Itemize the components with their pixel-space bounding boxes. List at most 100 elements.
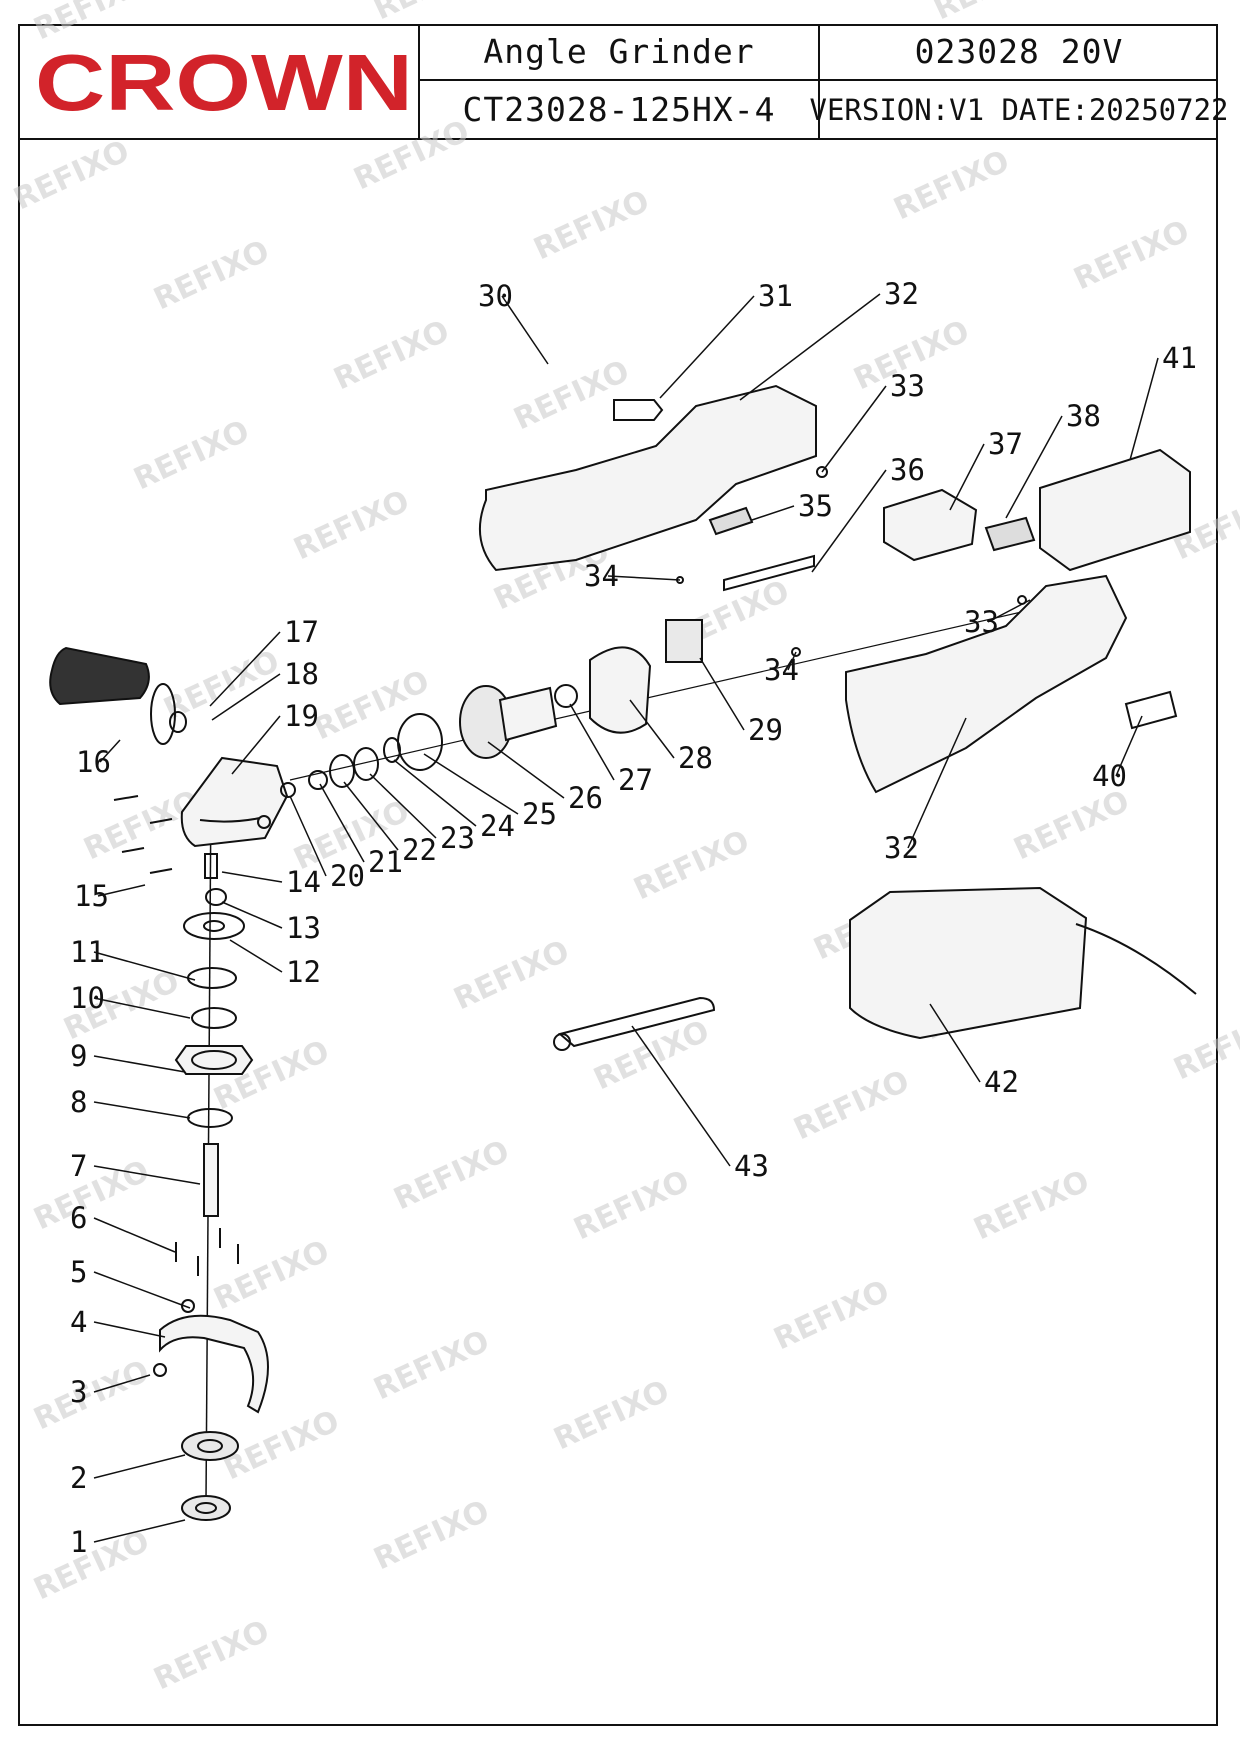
watermark: REFIXO (129, 414, 255, 498)
part-callout-29: 29 (748, 713, 783, 747)
leader-line (629, 699, 675, 759)
leader-line (699, 657, 745, 731)
leader-line (93, 1101, 191, 1119)
code-voltage: 023028 20V (914, 32, 1124, 71)
part-callout-37: 37 (988, 427, 1023, 461)
part-callout-2: 2 (70, 1461, 87, 1495)
part-callout-35: 35 (798, 489, 833, 523)
part-callout-18: 18 (284, 657, 319, 691)
part-callout-13: 13 (286, 911, 321, 945)
watermark: REFIXO (389, 1134, 515, 1218)
part-callout-24: 24 (480, 809, 515, 843)
title-block: CROWN Angle Grinder 023028 20V CT23028-1… (18, 24, 1229, 140)
part-callout-12: 12 (286, 955, 321, 989)
leader-line (929, 1003, 981, 1083)
part-callout-38: 38 (1066, 399, 1101, 433)
part-callout-26: 26 (568, 781, 603, 815)
part-callout-30: 30 (478, 279, 513, 313)
watermark: REFIXO (369, 1494, 495, 1578)
leader-line (487, 741, 565, 799)
leader-line (811, 469, 887, 573)
leader-line (787, 651, 797, 671)
part-callout-15: 15 (74, 879, 109, 913)
leader-line (423, 753, 519, 815)
part-callout-17: 17 (284, 615, 319, 649)
watermark: REFIXO (209, 1234, 335, 1318)
leader-line (93, 997, 191, 1019)
part-callout-32: 32 (884, 831, 919, 865)
leader-line (1005, 415, 1063, 519)
leader-line (739, 293, 881, 401)
leader-line (289, 795, 327, 877)
part-callout-34: 34 (764, 653, 799, 687)
watermark: REFIXO (889, 144, 1015, 228)
watermark: REFIXO (29, 0, 155, 47)
leader-line (221, 871, 283, 883)
leader-line (949, 443, 985, 511)
leader-line (93, 1374, 151, 1393)
spindle-stack (153, 853, 269, 1521)
leader-line (343, 781, 399, 851)
part-callout-31: 31 (758, 279, 793, 313)
part-callout-5: 5 (70, 1255, 87, 1289)
watermark: REFIXO (29, 1154, 155, 1238)
part-callout-10: 10 (70, 981, 105, 1015)
leader-lines (93, 293, 1159, 1543)
housing-half-part (845, 574, 1128, 794)
part-callout-16: 16 (76, 745, 111, 779)
leader-line (231, 715, 281, 775)
watermark: REFIXO (349, 114, 475, 198)
leader-line (631, 1025, 731, 1167)
leader-line (93, 1454, 186, 1479)
leader-line (1115, 715, 1143, 777)
leader-line (209, 631, 281, 707)
divider (818, 24, 820, 138)
watermark: REFIXO (1069, 214, 1195, 298)
leader-line (369, 773, 437, 839)
divider (418, 24, 420, 138)
watermark: REFIXO (329, 314, 455, 398)
part-callout-25: 25 (522, 797, 557, 831)
watermark: REFIXO (529, 184, 655, 268)
part-callout-20: 20 (330, 859, 365, 893)
watermark: REFIXO (1169, 1004, 1240, 1088)
screw-part (175, 1228, 239, 1276)
part-callout-9: 9 (70, 1039, 87, 1073)
leader-line (319, 783, 365, 863)
part-callout-27: 27 (618, 763, 653, 797)
model-number: CT23028-125HX-4 (462, 90, 776, 129)
watermark: REFIXO (449, 934, 575, 1018)
gearbox-housing-part (180, 756, 289, 848)
watermark: REFIXO (549, 1374, 675, 1458)
leader-line (907, 717, 967, 849)
assembly-axis (289, 609, 1031, 781)
part-callout-7: 7 (70, 1149, 87, 1183)
part-callout-19: 19 (284, 699, 319, 733)
leader-line (569, 703, 615, 781)
leader-line (93, 1165, 201, 1185)
leader-line (987, 599, 1031, 623)
watermark: REFIXO (29, 1354, 155, 1438)
part-callout-36: 36 (890, 453, 925, 487)
watermark: REFIXO (309, 664, 435, 748)
leader-line (93, 1519, 186, 1543)
leader-line (221, 901, 283, 929)
leader-line (97, 884, 146, 897)
part-callout-33: 33 (890, 369, 925, 403)
watermark: REFIXO (9, 134, 135, 218)
watermark: REFIXO (289, 484, 415, 568)
leader-line (99, 739, 121, 763)
spanner-part (553, 996, 716, 1051)
leader-line (229, 939, 283, 973)
leader-line (211, 673, 281, 721)
leader-line (659, 295, 755, 399)
armature-chain (280, 619, 703, 798)
drawing-frame (18, 24, 1218, 1726)
watermark: REFIXO (769, 1274, 895, 1358)
part-callout-1: 1 (70, 1525, 87, 1559)
watermark: REFIXO (509, 354, 635, 438)
part-callout-34: 34 (584, 559, 619, 593)
part-callout-32: 32 (884, 277, 919, 311)
